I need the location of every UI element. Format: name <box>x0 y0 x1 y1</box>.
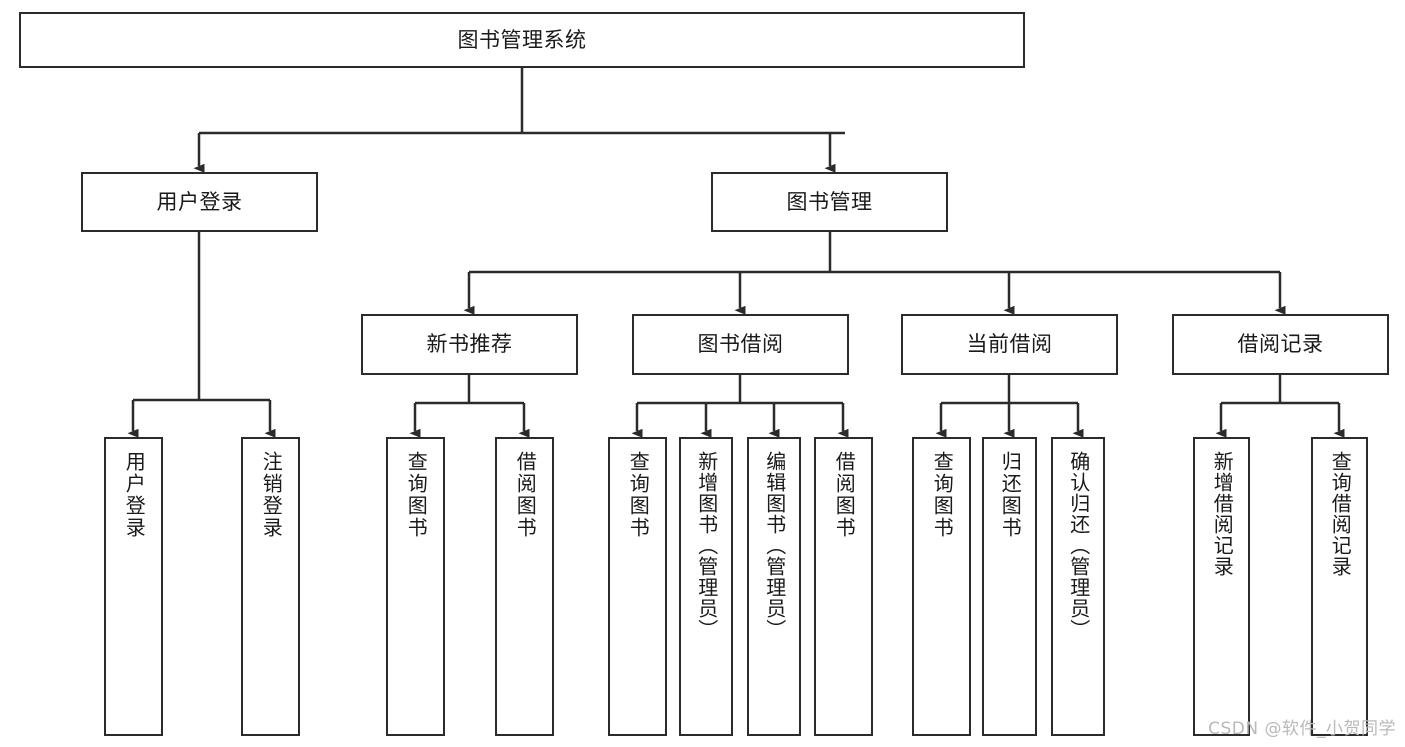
node-new-book-recommend-label: 新书推荐 <box>426 332 513 357</box>
node-borrow-record[interactable]: 借阅记录 <box>1172 314 1389 375</box>
node-new-book-recommend[interactable]: 新书推荐 <box>361 314 578 375</box>
leaf-add-book-admin[interactable]: 新增图书（管理员） <box>679 437 733 736</box>
leaf-query-book-borrow-label: 查询图书 <box>626 451 651 539</box>
node-book-borrow[interactable]: 图书借阅 <box>632 314 849 375</box>
leaf-query-book-recommend[interactable]: 查询图书 <box>386 437 445 736</box>
leaf-confirm-return-admin[interactable]: 确认归还（管理员） <box>1051 437 1105 736</box>
csdn-watermark: CSDN @软件_小贺同学 <box>1208 719 1396 739</box>
leaf-query-borrow-record[interactable]: 查询借阅记录 <box>1311 437 1368 736</box>
node-current-borrow-label: 当前借阅 <box>966 332 1053 357</box>
leaf-add-book-admin-label: 新增图书（管理员） <box>694 451 719 640</box>
node-user-login-label: 用户登录 <box>156 189 243 214</box>
node-current-borrow[interactable]: 当前借阅 <box>901 314 1118 375</box>
leaf-logout-label: 注销登录 <box>259 451 284 539</box>
leaf-logout[interactable]: 注销登录 <box>241 437 300 736</box>
leaf-edit-book-admin[interactable]: 编辑图书（管理员） <box>747 437 801 736</box>
leaf-borrow-book-label: 借阅图书 <box>832 451 857 539</box>
leaf-confirm-return-admin-label: 确认归还（管理员） <box>1066 451 1091 640</box>
node-book-management[interactable]: 图书管理 <box>711 172 948 232</box>
leaf-edit-book-admin-label: 编辑图书（管理员） <box>762 451 787 640</box>
node-book-management-label: 图书管理 <box>786 189 873 214</box>
leaf-borrow-book-recommend-label: 借阅图书 <box>513 451 538 539</box>
node-root-label: 图书管理系统 <box>457 27 587 52</box>
leaf-query-book-current-label: 查询图书 <box>930 451 955 539</box>
leaf-borrow-book[interactable]: 借阅图书 <box>814 437 873 736</box>
leaf-add-borrow-record[interactable]: 新增借阅记录 <box>1193 437 1250 736</box>
leaf-user-login-label: 用户登录 <box>122 451 147 539</box>
leaf-add-borrow-record-label: 新增借阅记录 <box>1210 451 1235 577</box>
node-borrow-record-label: 借阅记录 <box>1237 332 1324 357</box>
leaf-query-book-recommend-label: 查询图书 <box>404 451 429 539</box>
leaf-borrow-book-recommend[interactable]: 借阅图书 <box>495 437 554 736</box>
leaf-query-borrow-record-label: 查询借阅记录 <box>1328 451 1353 577</box>
node-book-borrow-label: 图书借阅 <box>697 332 784 357</box>
node-root-book-management-system[interactable]: 图书管理系统 <box>19 12 1025 68</box>
leaf-return-book-label: 归还图书 <box>998 451 1023 539</box>
leaf-query-book-current[interactable]: 查询图书 <box>912 437 971 736</box>
leaf-query-book-borrow[interactable]: 查询图书 <box>608 437 667 736</box>
leaf-return-book[interactable]: 归还图书 <box>982 437 1037 736</box>
node-user-login[interactable]: 用户登录 <box>81 172 318 232</box>
leaf-user-login[interactable]: 用户登录 <box>104 437 163 736</box>
